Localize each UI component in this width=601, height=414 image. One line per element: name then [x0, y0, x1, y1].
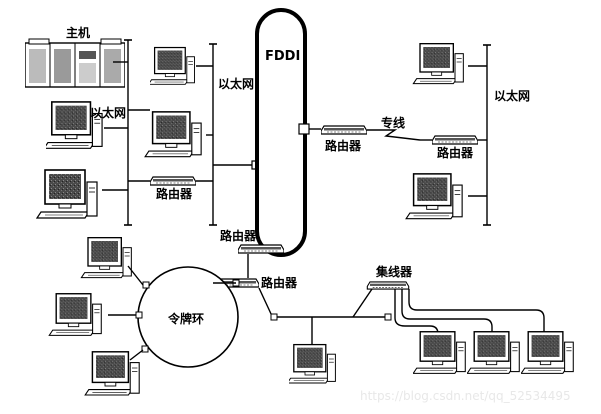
router-label-right-2: 路由器: [437, 145, 474, 160]
router-label-left: 路由器: [156, 186, 193, 201]
mainframe-icon: [25, 38, 125, 88]
bus-terminator-bottom-right: [384, 313, 392, 321]
router-icon: [432, 135, 478, 145]
bus-terminator-bottom-left: [270, 313, 278, 321]
hub-link: [352, 288, 373, 318]
ring-attachment-node: [298, 123, 310, 135]
hub-label: 集线器: [375, 264, 413, 279]
workstation-link: [127, 265, 144, 286]
ethernet-label-right: 以太网: [494, 88, 530, 103]
ring-attachment-node: [135, 311, 143, 319]
router-bus-link: [258, 287, 273, 317]
workstation-icon: [521, 330, 575, 375]
leased-line-label: 专线: [381, 115, 405, 130]
router-label-ring-top: 路由器: [220, 228, 257, 243]
router-icon: [238, 244, 284, 254]
workstation-icon: [413, 330, 467, 375]
workstation-icon: [289, 343, 337, 384]
workstation-icon: [150, 46, 196, 85]
hub-icon: [366, 281, 410, 290]
ring-attachment-node: [142, 281, 150, 289]
leased-line-link: [367, 129, 421, 141]
token-ring-label: 令牌环: [167, 311, 204, 326]
ethernet-label-top: 以太网: [218, 76, 254, 91]
hub-link: [394, 289, 439, 338]
fddi-ring: [255, 8, 307, 257]
fddi-label: FDDI: [265, 49, 300, 64]
hub-link: [401, 289, 493, 338]
hub-link: [408, 289, 545, 338]
router-icon: [150, 176, 196, 186]
workstation-icon: [467, 330, 521, 375]
workstation-icon: [144, 111, 202, 158]
ring-attachment-node: [141, 345, 149, 353]
workstation-icon: [412, 42, 465, 85]
workstation-link: [129, 349, 144, 361]
workstation-icon: [405, 173, 463, 220]
workstation-icon: [36, 169, 98, 219]
mainframe-label: 主机: [66, 25, 90, 40]
ethernet-label-left: 以太网: [90, 105, 126, 120]
watermark: https://blog.csdn.net/qq_52534495: [360, 389, 571, 403]
workstation-icon: [80, 236, 133, 279]
workstation-icon: [48, 292, 103, 337]
router-label-right-1: 路由器: [325, 138, 362, 153]
router-label-ring-bottom: 路由器: [261, 275, 298, 290]
router-icon: [321, 125, 367, 135]
